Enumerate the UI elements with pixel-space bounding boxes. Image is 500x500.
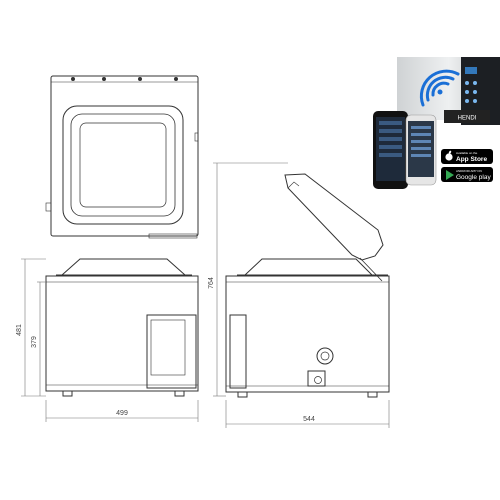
top-view-hinge <box>194 132 199 142</box>
phone-light <box>405 114 437 186</box>
google-play-badge-bg <box>441 167 493 182</box>
machine-display-digits <box>465 67 477 74</box>
side-view <box>225 173 390 398</box>
phone-dark <box>373 111 408 189</box>
phone-dark-ui-bar <box>379 137 402 141</box>
side-view-foot <box>237 391 248 398</box>
side-view-lower-dome <box>244 258 373 276</box>
app-store-label: App Store <box>456 156 487 163</box>
front-view-lid <box>61 258 186 276</box>
side-view-body <box>225 275 390 393</box>
side-view-outlet <box>307 370 326 387</box>
phone-light-ui-bar <box>411 140 431 143</box>
phone-light-ui-bar <box>411 126 431 129</box>
front-view-dimensions <box>21 258 199 422</box>
top-view-latch <box>45 202 52 212</box>
front-view-body <box>45 275 199 392</box>
phone-dark-ui-bar <box>379 129 402 133</box>
dim-label-body-height: 379 <box>31 336 38 348</box>
phone-light-ui-bar <box>411 147 431 150</box>
dim-label-width-front: 499 <box>116 410 128 417</box>
side-view-hinge-arm <box>359 257 383 282</box>
side-view-valve-inner <box>320 351 330 361</box>
machine-panel-button <box>465 90 469 94</box>
app-store-badge-bg <box>441 149 493 164</box>
top-view-outline <box>50 75 199 237</box>
top-view-screw <box>138 77 142 81</box>
play-icon <box>446 170 454 180</box>
phone-dark-ui-bar <box>379 153 402 157</box>
apple-icon <box>445 150 453 161</box>
top-view-panel-edge <box>148 233 198 239</box>
dim-label-width-side: 544 <box>303 416 315 423</box>
side-view-foot <box>367 391 378 398</box>
machine-brand-plate <box>444 110 490 123</box>
top-view-chamber <box>79 122 167 208</box>
top-view-lid-outer <box>62 105 184 225</box>
side-view-dimensions <box>213 162 390 428</box>
front-view <box>45 258 199 397</box>
top-view-screw <box>102 77 106 81</box>
front-view-control-panel <box>146 314 197 389</box>
phone-light-ui-bar <box>411 154 431 157</box>
front-view-foot <box>174 390 185 397</box>
machine-panel-button <box>473 81 477 85</box>
front-view-display <box>150 319 186 376</box>
side-view-lid-handle <box>287 181 300 189</box>
top-view-lid-inner <box>70 113 176 217</box>
side-view-panel-profile <box>229 314 247 389</box>
dim-label-open-height: 764 <box>208 277 215 289</box>
machine-panel-button <box>473 90 477 94</box>
machine-panel-button <box>473 99 477 103</box>
top-view <box>45 75 199 239</box>
phone-dark-ui-bar <box>379 121 402 125</box>
dim-label-total-height: 481 <box>16 324 23 336</box>
app-store-small-text: Available on the <box>456 151 478 155</box>
top-view-screw <box>71 77 75 81</box>
app-inset: HENDI <box>373 57 500 189</box>
app-store-badge[interactable]: Available on the App Store <box>441 149 493 164</box>
machine-brand-text: HENDI <box>458 116 477 122</box>
side-view-open-lid <box>284 173 384 261</box>
front-view-foot <box>62 390 73 397</box>
wifi-icon <box>419 69 460 107</box>
top-view-screw <box>174 77 178 81</box>
machine-panel-button <box>465 81 469 85</box>
phone-dark-ui-bar <box>379 145 402 149</box>
google-play-label: Google play <box>456 174 491 181</box>
side-view-outlet-port <box>314 376 322 384</box>
machine-panel-button <box>465 99 469 103</box>
side-view-valve <box>316 347 334 365</box>
google-play-small-text: ANDROID APP ON <box>456 169 482 173</box>
google-play-badge[interactable]: ANDROID APP ON Google play <box>441 167 493 182</box>
phone-light-ui-bar <box>411 133 431 136</box>
